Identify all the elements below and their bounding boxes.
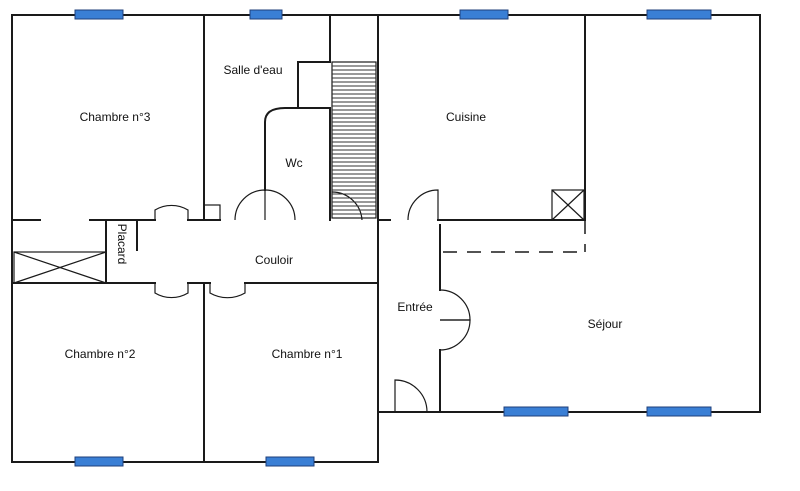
label-entree: Entrée (397, 300, 433, 314)
label-couloir: Couloir (255, 253, 293, 267)
label-wc: Wc (285, 156, 302, 170)
label-sejour: Séjour (588, 317, 623, 331)
room-labels: Chambre n°3 Salle d'eau Wc Cuisine Placa… (65, 63, 623, 361)
label-chambre3: Chambre n°3 (80, 110, 151, 124)
kitchen-duct-box (551, 189, 585, 221)
label-cuisine: Cuisine (446, 110, 486, 124)
label-salle-eau: Salle d'eau (223, 63, 282, 77)
label-chambre1: Chambre n°1 (272, 347, 343, 361)
window-sejour-bottom-2 (646, 406, 712, 417)
exterior-walls (11, 14, 761, 463)
window-chambre1 (265, 456, 315, 467)
window-sejour-top (646, 9, 712, 20)
interior-walls (11, 14, 586, 463)
window-sejour-bottom-1 (503, 406, 569, 417)
windows (74, 9, 712, 467)
window-salle-eau (249, 9, 283, 20)
doors (154, 189, 471, 413)
window-cuisine (459, 9, 509, 20)
label-placard: Placard (115, 224, 129, 265)
window-chambre3 (74, 9, 124, 20)
closet-cross-box (13, 251, 107, 284)
window-chambre2 (74, 456, 124, 467)
open-partitions (443, 220, 586, 253)
staircase (331, 61, 377, 219)
label-chambre2: Chambre n°2 (65, 347, 136, 361)
